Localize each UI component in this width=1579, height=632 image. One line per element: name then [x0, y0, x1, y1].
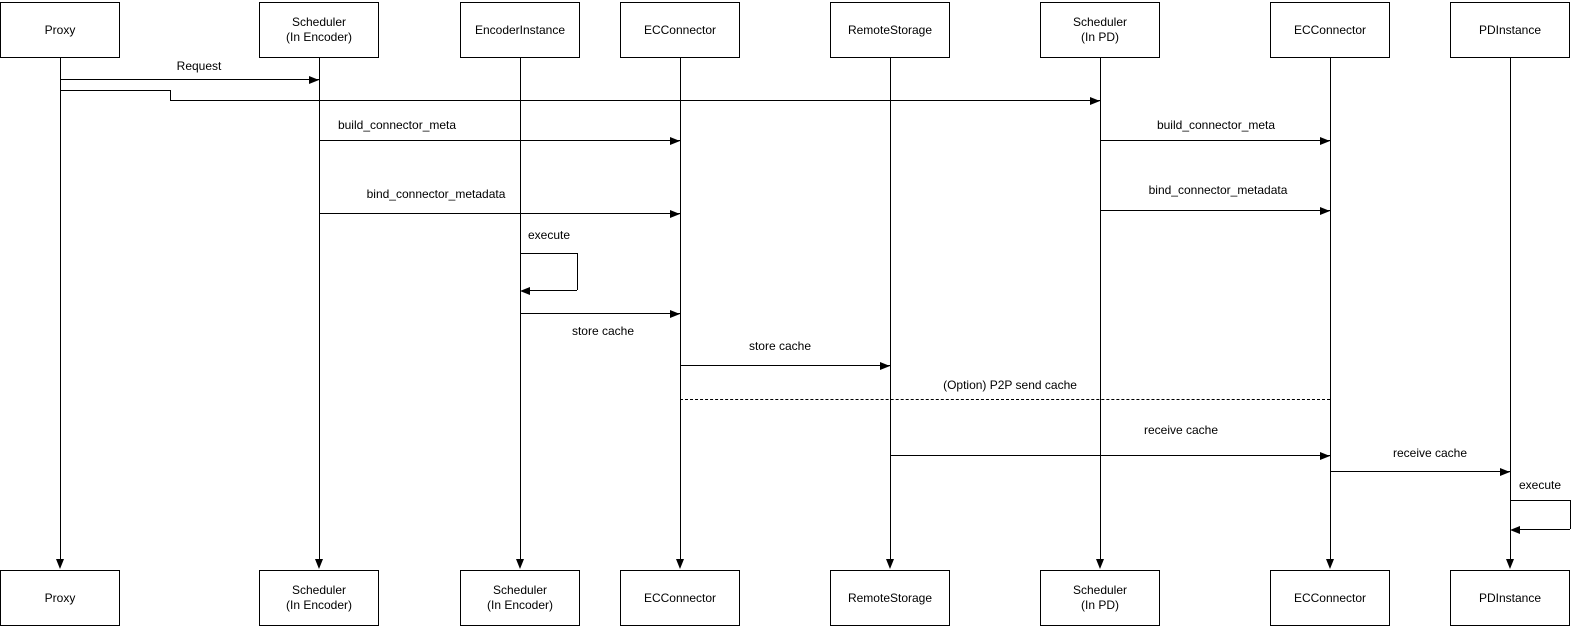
actor-label: ECConnector [643, 590, 717, 605]
message-line-store-cache-1 [520, 313, 680, 314]
lifeline-ec-connector-encoder [679, 58, 681, 561]
lifeline-scheduler-in-encoder [318, 58, 320, 561]
actor-bottom-ec-connector-encoder: ECConnector [620, 570, 740, 626]
actor-top-ec-connector-encoder: ECConnector [620, 2, 740, 58]
actor-label: Scheduler (In PD) [1072, 15, 1128, 44]
lifeline-arrowhead-ec-connector-pd [1326, 559, 1334, 569]
arrowhead-request [309, 75, 319, 84]
actor-label: Proxy [44, 590, 76, 605]
message-label-p2p-send-cache: (Option) P2P send cache [941, 377, 1079, 393]
actor-label: ECConnector [1293, 22, 1367, 37]
actor-bottom-remote-storage: RemoteStorage [830, 570, 950, 626]
actor-top-ec-connector-pd: ECConnector [1270, 2, 1390, 58]
message-line-build-connector-meta-right [1100, 140, 1330, 141]
lifeline-arrowhead-proxy [56, 559, 64, 569]
arrowhead-execute-right [1510, 525, 1520, 534]
actor-label: Scheduler (In Encoder) [285, 583, 353, 612]
actor-label: Scheduler (In PD) [1072, 583, 1128, 612]
message-label-store-cache-1: store cache [569, 323, 637, 339]
actor-label: ECConnector [643, 22, 717, 37]
lifeline-arrowhead-scheduler-in-pd [1096, 559, 1104, 569]
actor-bottom-scheduler-in-encoder: Scheduler (In Encoder) [259, 570, 379, 626]
actor-bottom-proxy: Proxy [0, 570, 120, 626]
arrowhead-receive-cache-1 [1320, 451, 1330, 460]
lifeline-arrowhead-remote-storage [886, 559, 894, 569]
actor-bottom-encoder-instance: Scheduler (In Encoder) [460, 570, 580, 626]
actor-label: Scheduler (In Encoder) [285, 15, 353, 44]
arrowhead-proxy-to-pd [1090, 96, 1100, 105]
actor-top-scheduler-in-pd: Scheduler (In PD) [1040, 2, 1160, 58]
self-loop-execute-right-bottom [1520, 529, 1570, 530]
message-label-bind-connector-metadata-right: bind_connector_metadata [1146, 182, 1290, 198]
message-line-proxy-to-pd-segment-2 [170, 90, 171, 100]
message-line-bind-connector-metadata-left [319, 213, 680, 214]
actor-label: PDInstance [1478, 590, 1542, 605]
message-line-receive-cache-1 [890, 455, 1330, 456]
arrowhead-execute-left [520, 286, 530, 295]
actor-label: EncoderInstance [474, 22, 566, 37]
arrowhead-bind-connector-metadata-left [670, 209, 680, 218]
lifeline-arrowhead-encoder-instance [516, 559, 524, 569]
message-line-receive-cache-2 [1330, 471, 1510, 472]
message-line-proxy-to-pd-segment-1 [60, 90, 170, 91]
actor-top-proxy: Proxy [0, 2, 120, 58]
message-label-request: Request [174, 58, 224, 74]
actor-label: ECConnector [1293, 590, 1367, 605]
lifeline-ec-connector-pd [1329, 58, 1331, 561]
actor-top-encoder-instance: EncoderInstance [460, 2, 580, 58]
message-line-proxy-to-pd-segment-3 [170, 100, 1100, 101]
message-line-build-connector-meta-left [319, 140, 680, 141]
arrowhead-store-cache-2 [880, 361, 890, 370]
message-label-bind-connector-metadata-left: bind_connector_metadata [364, 186, 508, 202]
self-loop-execute-right-top [1510, 500, 1570, 501]
self-loop-execute-left-side [577, 253, 578, 290]
message-label-store-cache-2: store cache [746, 338, 814, 354]
actor-label: Proxy [44, 22, 76, 37]
message-label-execute-right: execute [1516, 477, 1564, 493]
message-line-request [60, 79, 319, 80]
lifeline-proxy [59, 58, 61, 561]
message-label-build-connector-meta-right: build_connector_meta [1154, 117, 1278, 133]
lifeline-arrowhead-pd-instance [1506, 559, 1514, 569]
arrowhead-receive-cache-2 [1500, 467, 1510, 476]
self-loop-execute-left-top [520, 253, 577, 254]
lifeline-encoder-instance [519, 58, 521, 561]
message-label-receive-cache-2: receive cache [1390, 445, 1470, 461]
lifeline-pd-instance [1509, 58, 1511, 561]
actor-bottom-pd-instance: PDInstance [1450, 570, 1570, 626]
arrowhead-bind-connector-metadata-right [1320, 206, 1330, 215]
lifeline-arrowhead-scheduler-in-encoder [315, 559, 323, 569]
actor-label: PDInstance [1478, 22, 1542, 37]
actor-bottom-scheduler-in-pd: Scheduler (In PD) [1040, 570, 1160, 626]
message-line-p2p-send-cache [680, 399, 1330, 400]
message-line-bind-connector-metadata-right [1100, 210, 1330, 211]
lifeline-scheduler-in-pd [1099, 58, 1101, 561]
message-label-execute-left: execute [525, 227, 573, 243]
actor-label: RemoteStorage [847, 590, 933, 605]
message-line-store-cache-2 [680, 365, 890, 366]
lifeline-remote-storage [889, 58, 891, 561]
self-loop-execute-left-bottom [530, 290, 577, 291]
actor-bottom-ec-connector-pd: ECConnector [1270, 570, 1390, 626]
actor-label: RemoteStorage [847, 22, 933, 37]
arrowhead-build-connector-meta-right [1320, 136, 1330, 145]
actor-top-scheduler-in-encoder: Scheduler (In Encoder) [259, 2, 379, 58]
actor-top-pd-instance: PDInstance [1450, 2, 1570, 58]
message-label-receive-cache-1: receive cache [1141, 422, 1221, 438]
self-loop-execute-right-side [1570, 500, 1571, 529]
arrowhead-build-connector-meta-left [670, 136, 680, 145]
actor-label: Scheduler (In Encoder) [486, 583, 554, 612]
arrowhead-store-cache-1 [670, 309, 680, 318]
lifeline-arrowhead-ec-connector-encoder [676, 559, 684, 569]
message-label-build-connector-meta-left: build_connector_meta [335, 117, 459, 133]
actor-top-remote-storage: RemoteStorage [830, 2, 950, 58]
